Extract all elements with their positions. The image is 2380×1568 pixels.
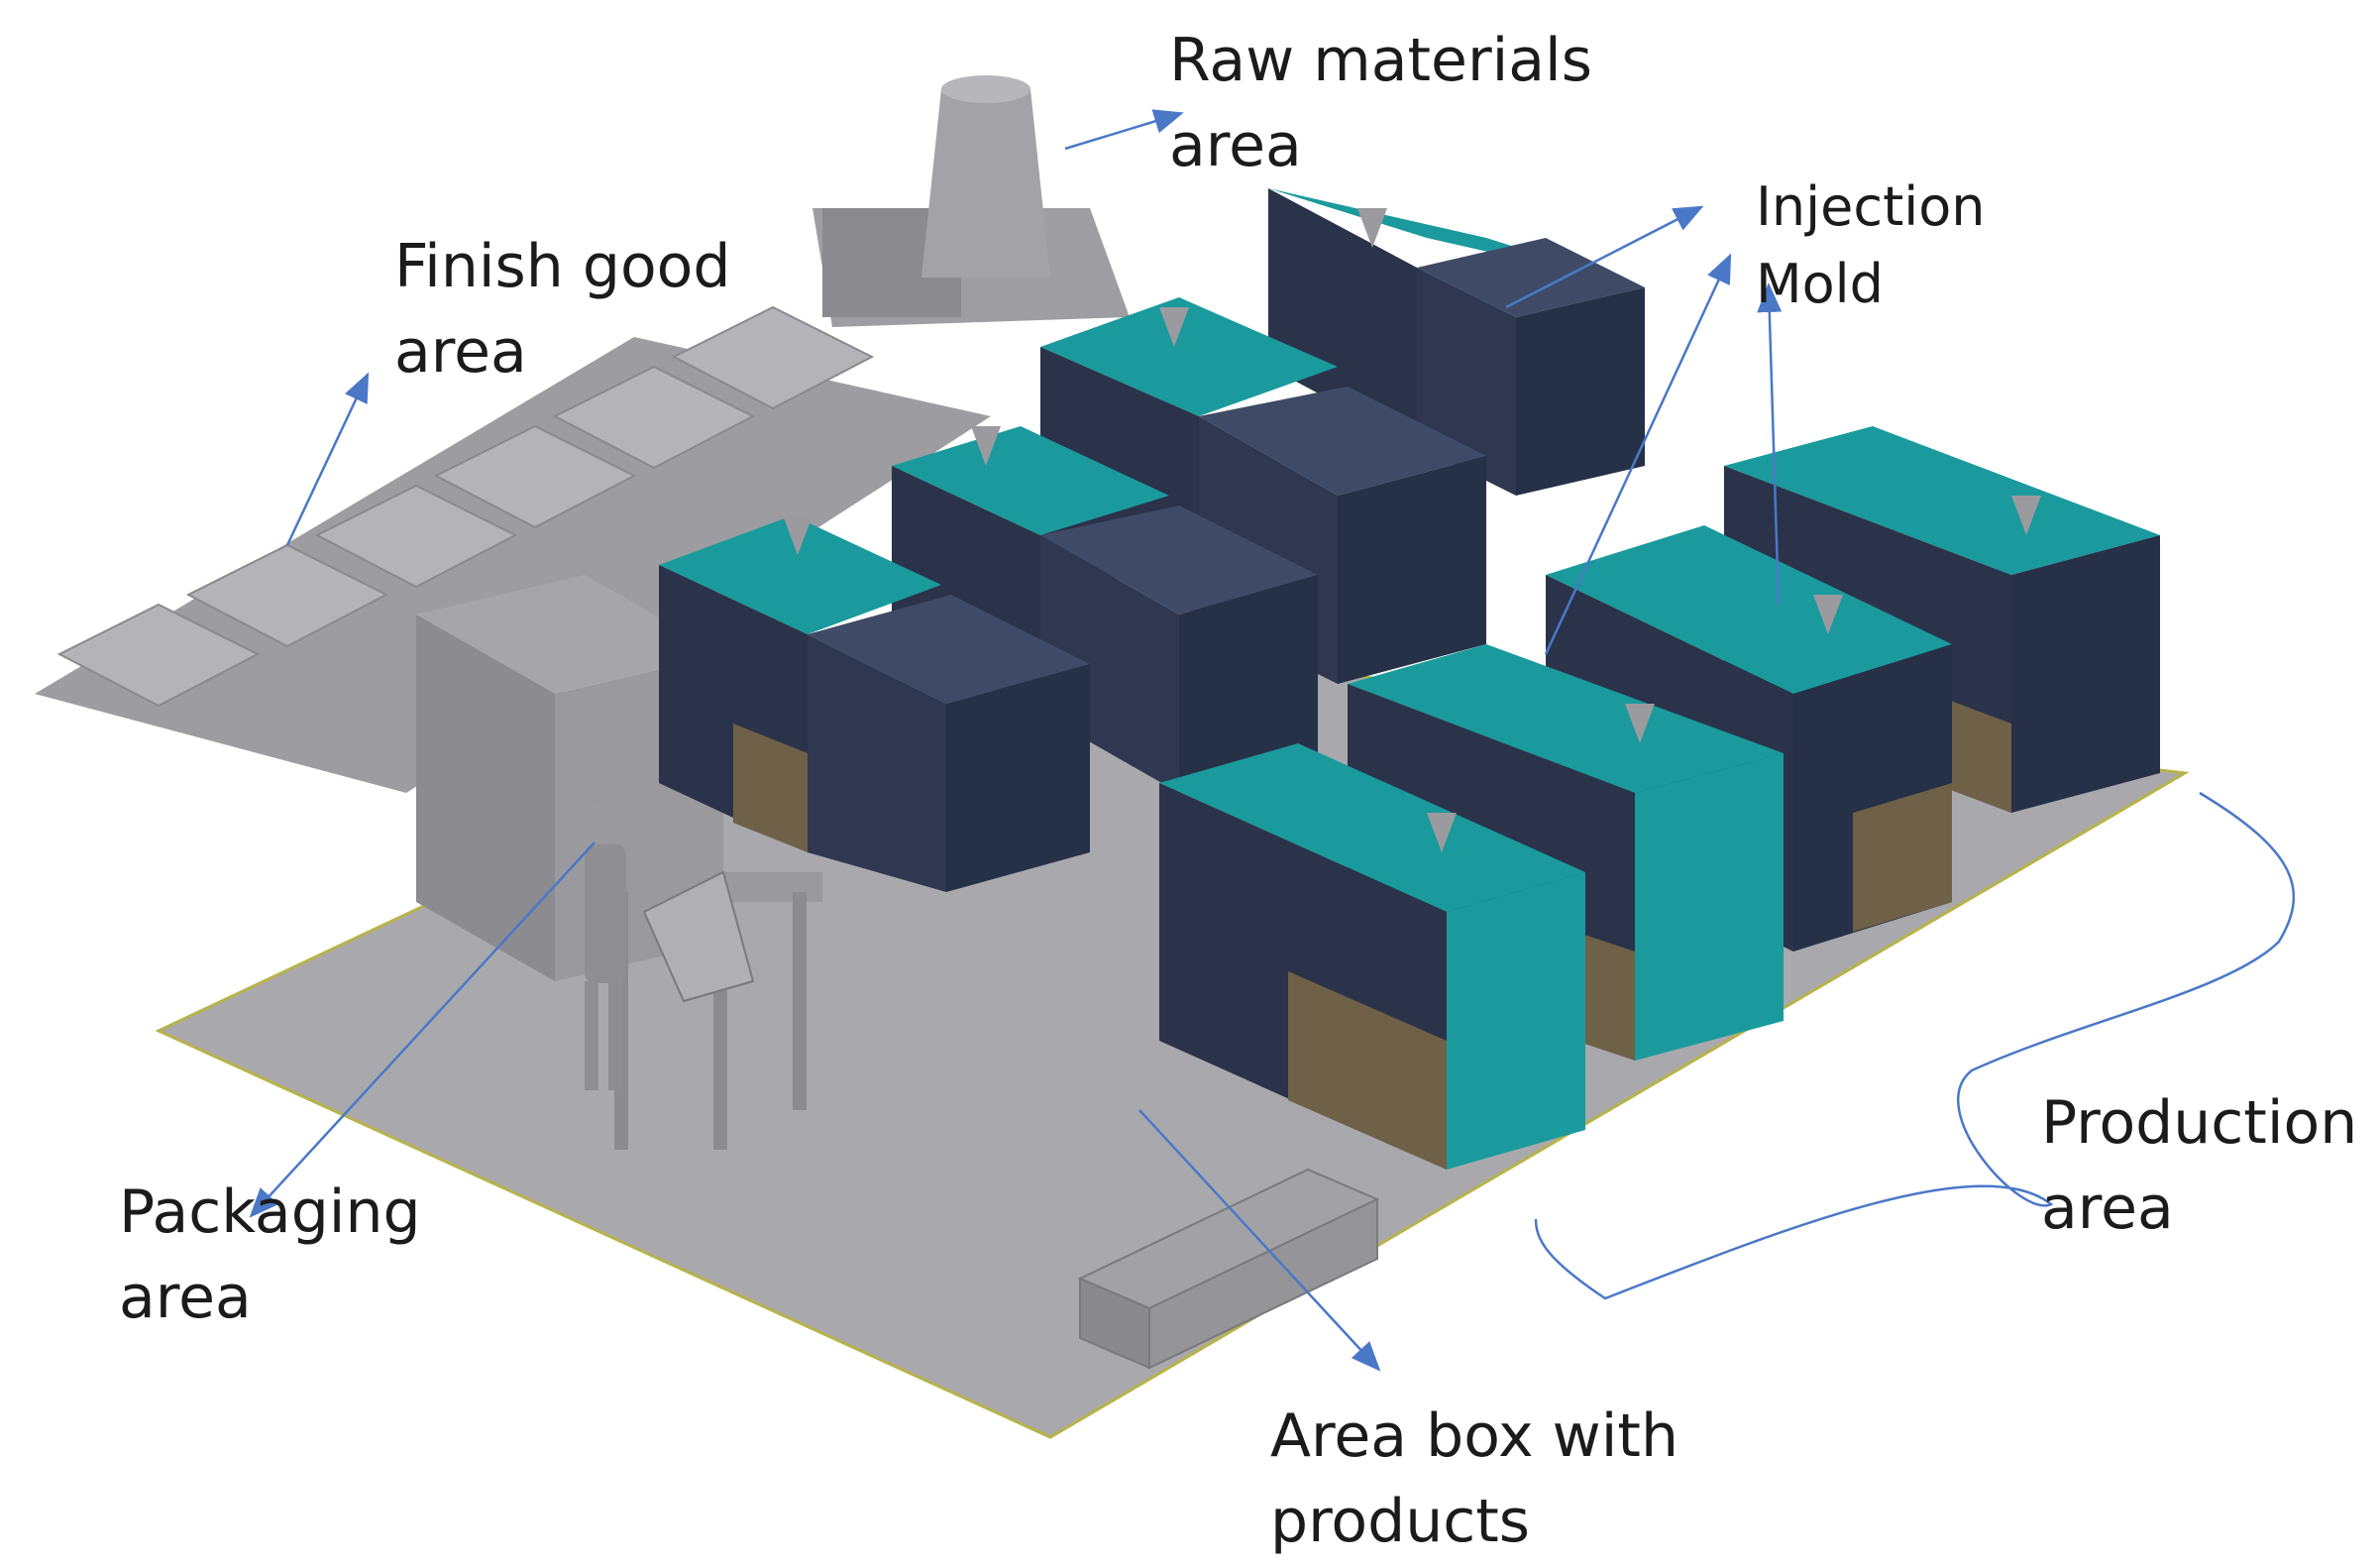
label-raw-materials-line2: area bbox=[1169, 111, 1302, 180]
injection-machine-1 bbox=[1268, 188, 1645, 496]
label-injection-mold-line1: Injection bbox=[1756, 175, 1986, 238]
arrow-raw-materials bbox=[1064, 109, 1184, 151]
annotation-arrows bbox=[249, 109, 2296, 1372]
label-raw-materials-line1: Raw materials bbox=[1169, 26, 1592, 95]
label-injection-mold: Injection Mold bbox=[1756, 168, 1986, 323]
label-area-box: Area box with products bbox=[1270, 1394, 1678, 1564]
arrow-product-boxes bbox=[1138, 1109, 1381, 1372]
label-production-line2: area bbox=[2041, 1174, 2174, 1243]
label-raw-materials: Raw materials area bbox=[1169, 18, 1592, 188]
label-finish-good-line2: area bbox=[394, 317, 527, 387]
injection-machine-4 bbox=[659, 515, 1090, 892]
label-finish-good: Finish good area bbox=[394, 224, 730, 394]
arrow-packaging bbox=[249, 841, 595, 1218]
label-area-box-line1: Area box with bbox=[1270, 1401, 1678, 1471]
raw-materials-silo bbox=[812, 75, 1130, 327]
arrow-finish-good bbox=[285, 372, 370, 546]
arrow-injection-mold-3 bbox=[1757, 282, 1783, 606]
production-area-bracket bbox=[1534, 791, 2296, 1300]
label-packaging: Packaging area bbox=[119, 1170, 421, 1340]
arrow-injection-mold-1 bbox=[1505, 205, 1704, 309]
finish-good-pallets bbox=[35, 305, 991, 793]
label-injection-mold-line2: Mold bbox=[1756, 253, 1884, 315]
label-production-line1: Production bbox=[2041, 1088, 2358, 1158]
label-packaging-line2: area bbox=[119, 1263, 252, 1332]
label-packaging-line1: Packaging bbox=[119, 1177, 421, 1247]
label-area-box-line2: products bbox=[1270, 1487, 1531, 1556]
product-boxes bbox=[1077, 1168, 1380, 1370]
injection-machine-8 bbox=[1159, 743, 1585, 1170]
label-production: Production area bbox=[2041, 1080, 2357, 1251]
label-finish-good-line1: Finish good bbox=[394, 232, 731, 301]
arrow-injection-mold-2 bbox=[1544, 253, 1732, 655]
